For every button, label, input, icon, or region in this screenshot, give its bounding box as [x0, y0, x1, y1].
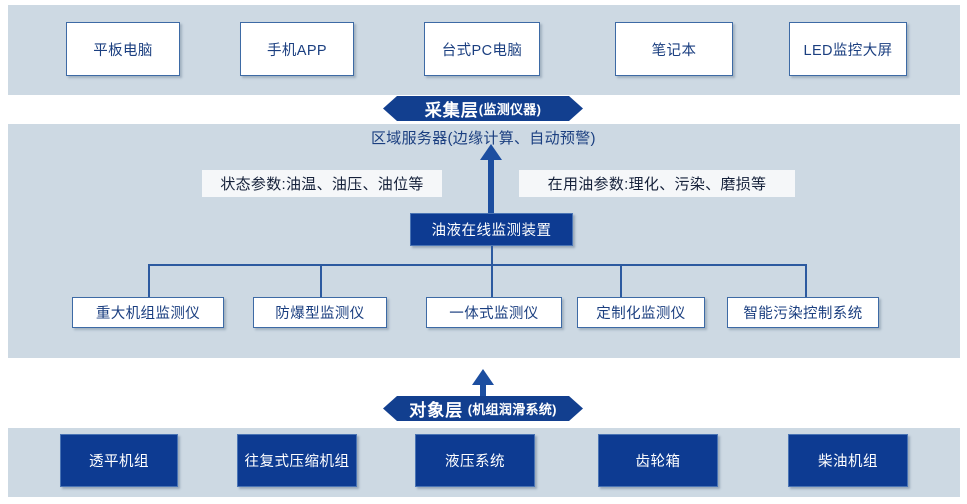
- equipment-box-label: 柴油机组: [818, 454, 878, 470]
- upward-arrow-shaft-to-server: [488, 159, 494, 213]
- terminal-box-led-screen[interactable]: LED监控大屏: [789, 22, 907, 76]
- device-box-label: 定制化监测仪: [596, 306, 686, 322]
- oil-online-monitoring-device-label: 油液在线监测装置: [431, 223, 552, 239]
- equipment-box-reciprocating-compressor[interactable]: 往复式压缩机组: [237, 434, 357, 487]
- object-layer-subtitle: (机组润滑系统): [467, 402, 557, 417]
- device-box-label: 防爆型监测仪: [275, 306, 365, 322]
- device-box-major-unit-monitor[interactable]: 重大机组监测仪: [72, 297, 224, 328]
- equipment-box-gearbox[interactable]: 齿轮箱: [598, 434, 718, 487]
- branch-drop-2: [320, 264, 322, 298]
- branch-drop-1: [148, 264, 150, 298]
- hub-stem-down: [491, 246, 493, 265]
- status-parameters-text: 状态参数:油温、油压、油位等: [220, 176, 424, 193]
- terminal-box-label: 笔记本: [651, 42, 697, 59]
- equipment-box-label: 往复式压缩机组: [244, 454, 350, 470]
- upward-arrow-head-to-server: [480, 144, 502, 160]
- device-box-label: 智能污染控制系统: [743, 306, 863, 322]
- terminal-box-laptop[interactable]: 笔记本: [615, 22, 733, 76]
- branch-drop-5: [805, 264, 807, 298]
- equipment-box-diesel-unit[interactable]: 柴油机组: [788, 434, 908, 487]
- terminal-box-desktop-pc[interactable]: 台式PC电脑: [424, 22, 540, 76]
- terminal-box-label: LED监控大屏: [803, 42, 893, 59]
- branch-drop-4: [620, 264, 622, 298]
- terminal-box-tablet[interactable]: 平板电脑: [66, 22, 180, 76]
- terminal-box-label: 台式PC电脑: [441, 42, 523, 59]
- in-service-oil-parameters-label: 在用油参数:理化、污染、磨损等: [519, 170, 795, 197]
- terminal-box-phone-app[interactable]: 手机APP: [240, 22, 354, 76]
- collection-layer-subtitle: (监测仪器): [478, 102, 542, 117]
- device-box-smart-contamination-control[interactable]: 智能污染控制系统: [727, 297, 879, 328]
- collection-layer-banner: 采集层(监测仪器): [383, 96, 583, 121]
- device-box-label: 重大机组监测仪: [95, 306, 201, 322]
- device-bus-horizontal: [148, 264, 806, 266]
- device-box-customized-monitor[interactable]: 定制化监测仪: [577, 297, 705, 328]
- terminal-box-label: 手机APP: [266, 42, 327, 59]
- device-box-explosion-proof-monitor[interactable]: 防爆型监测仪: [253, 297, 387, 328]
- status-parameters-label: 状态参数:油温、油压、油位等: [202, 170, 442, 197]
- oil-online-monitoring-device-box[interactable]: 油液在线监测装置: [410, 213, 573, 246]
- equipment-box-label: 液压系统: [445, 454, 505, 470]
- device-box-integrated-monitor[interactable]: 一体式监测仪: [426, 297, 562, 328]
- device-box-label: 一体式监测仪: [449, 306, 539, 322]
- object-layer-banner: 对象层 (机组润滑系统): [383, 396, 583, 421]
- in-service-oil-parameters-text: 在用油参数:理化、污染、磨损等: [547, 176, 767, 193]
- terminal-box-label: 平板电脑: [93, 42, 153, 59]
- equipment-box-hydraulic-system[interactable]: 液压系统: [415, 434, 535, 487]
- regional-server-caption: 区域服务器(边缘计算、自动预警): [371, 130, 596, 147]
- equipment-box-label: 透平机组: [89, 454, 149, 470]
- object-layer-title: 对象层: [409, 401, 464, 420]
- collection-layer-title: 采集层: [424, 101, 479, 120]
- upward-arrow-shaft-to-collection: [480, 382, 486, 404]
- equipment-box-label: 齿轮箱: [635, 454, 681, 470]
- upward-arrow-head-to-collection: [472, 369, 494, 385]
- branch-drop-3: [491, 264, 493, 298]
- equipment-box-turbine-unit[interactable]: 透平机组: [60, 434, 178, 487]
